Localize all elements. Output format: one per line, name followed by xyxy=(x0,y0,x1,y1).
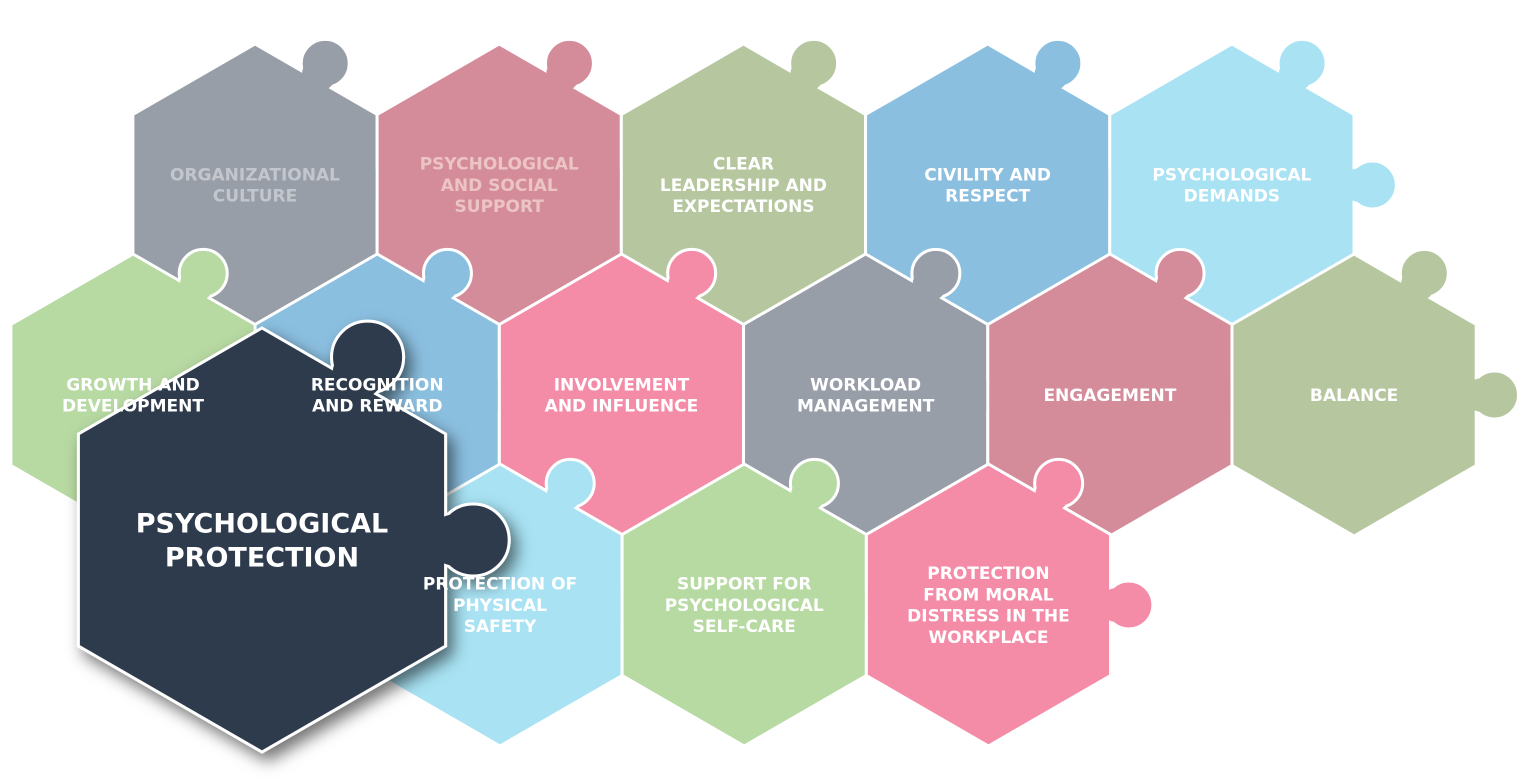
piece-label-line: ENGAGEMENT xyxy=(1043,386,1176,406)
piece-label-line: SELF-CARE xyxy=(693,617,796,637)
puzzle-tab-joint xyxy=(1034,57,1069,92)
piece-label-line: SAFETY xyxy=(464,617,537,637)
puzzle-tab-joint xyxy=(1401,267,1435,302)
piece-label-line: PROTECTION xyxy=(927,564,1049,584)
puzzle-tab-joint xyxy=(1342,168,1377,202)
piece-label-line: SUPPORT FOR xyxy=(677,575,811,595)
piece-label-line: AND SOCIAL xyxy=(441,176,558,196)
puzzle-tab-joint xyxy=(1035,477,1070,512)
puzzle-tab-joint xyxy=(1278,57,1313,92)
piece-label-line: WORKPLACE xyxy=(928,628,1048,648)
puzzle-tab-joint xyxy=(301,57,336,92)
hexagon-shape xyxy=(864,462,1113,748)
piece-label-line: PSYCHOLOGICAL xyxy=(420,155,579,175)
puzzle-tab-joint xyxy=(424,267,459,302)
piece-label-line: FROM MORAL xyxy=(923,585,1054,605)
puzzle-tab-joint xyxy=(1464,378,1499,412)
hexagon-shape xyxy=(76,326,448,754)
piece-label-line: PSYCHOLOGICAL xyxy=(665,596,824,616)
piece-label-line: AND REWARD xyxy=(312,397,442,417)
piece-label-line: LEADERSHIP AND xyxy=(660,176,827,196)
puzzle-tab-joint xyxy=(668,267,703,302)
piece-label-line: RESPECT xyxy=(945,187,1030,207)
highlight-piece-psychological-protection xyxy=(76,319,511,754)
piece-label-line: CLEAR xyxy=(713,155,774,175)
piece-label-line: PSYCHOLOGICAL xyxy=(1152,165,1311,185)
piece-label-line: PROTECTION OF xyxy=(423,575,577,595)
piece-label-line: AND INFLUENCE xyxy=(545,397,699,417)
piece-label-line: SUPPORT xyxy=(455,197,545,217)
puzzle-tab-joint xyxy=(546,57,581,92)
piece-label-line: PROTECTION xyxy=(165,542,359,573)
piece-balance xyxy=(1230,247,1521,538)
piece-label-line: DISTRESS IN THE xyxy=(907,607,1070,627)
puzzle-tab-joint xyxy=(179,267,214,302)
piece-label-line: CULTURE xyxy=(213,187,297,207)
puzzle-tab-joint xyxy=(912,267,947,302)
piece-label-line: CIVILITY AND xyxy=(924,165,1051,185)
piece-label-line: DEMANDS xyxy=(1184,187,1280,207)
piece-label-line: DEVELOPMENT xyxy=(62,397,204,417)
piece-label-line: MANAGEMENT xyxy=(797,397,935,417)
puzzle-tab-joint xyxy=(1156,267,1191,302)
piece-label-line: EXPECTATIONS xyxy=(672,197,814,217)
piece-label-line: RECOGNITION xyxy=(311,375,444,395)
puzzle-tab-joint xyxy=(791,477,826,512)
piece-label-line: BALANCE xyxy=(1310,386,1398,406)
highlighted-piece xyxy=(76,319,511,754)
puzzle-tab-joint xyxy=(1099,588,1134,622)
piece-label-balance: BALANCE xyxy=(1310,386,1398,406)
hexagon-shape xyxy=(1230,252,1478,538)
puzzle-tab-joint xyxy=(332,348,384,400)
piece-label-line: ORGANIZATIONAL xyxy=(170,165,340,185)
piece-label-line: WORKLOAD xyxy=(810,375,921,395)
piece-protection-from-moral-distress xyxy=(864,457,1155,748)
piece-label-line: PSYCHOLOGICAL xyxy=(136,509,389,540)
piece-label-line: GROWTH AND xyxy=(66,375,200,395)
puzzle-tab-joint xyxy=(790,57,825,92)
puzzle-tab-joint xyxy=(546,477,581,512)
puzzle-tab-joint xyxy=(428,514,480,566)
piece-label-engagement: ENGAGEMENT xyxy=(1043,386,1176,406)
piece-label-line: INVOLVEMENT xyxy=(554,375,690,395)
piece-label-line: PHYSICAL xyxy=(453,596,547,616)
